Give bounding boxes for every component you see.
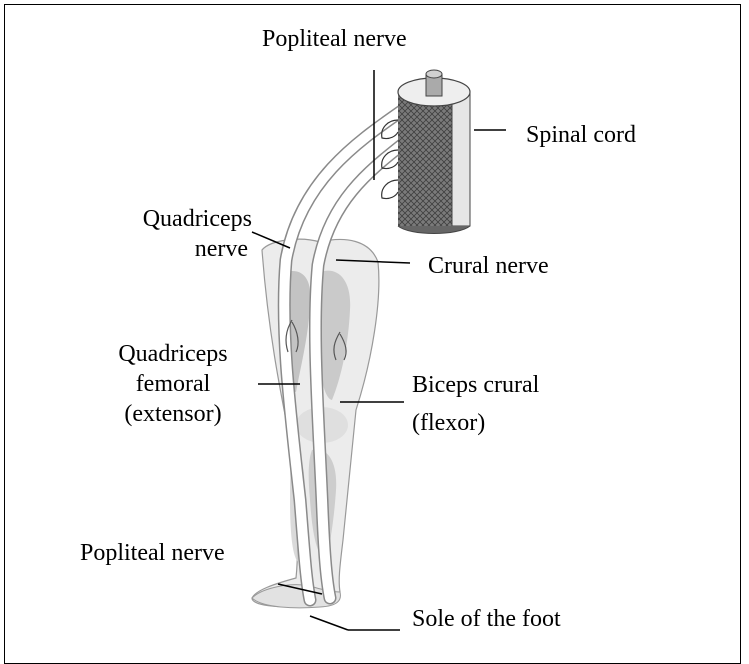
label-quadriceps-femoral: Quadriceps femoral (extensor) bbox=[90, 339, 256, 429]
label-spinal-cord: Spinal cord bbox=[526, 120, 636, 150]
label-popliteal-nerve-top: Popliteal nerve bbox=[262, 24, 407, 54]
label-quadriceps-nerve-line1: Quadriceps bbox=[94, 204, 252, 234]
label-quad-femoral-line3: (extensor) bbox=[90, 399, 256, 429]
label-sole-of-the-foot: Sole of the foot bbox=[412, 604, 561, 634]
label-quadriceps-nerve: Quadriceps nerve bbox=[94, 204, 252, 264]
leader-sole bbox=[310, 616, 348, 630]
label-biceps-crural: Biceps crural (flexor) bbox=[412, 370, 539, 438]
label-quad-femoral-line1: Quadriceps bbox=[90, 339, 256, 369]
label-quad-femoral-line2: femoral bbox=[90, 369, 256, 399]
label-crural-nerve: Crural nerve bbox=[428, 251, 549, 281]
label-biceps-line2: (flexor) bbox=[412, 408, 539, 438]
label-quadriceps-nerve-line2: nerve bbox=[94, 234, 248, 264]
label-popliteal-nerve-bottom: Popliteal nerve bbox=[80, 538, 225, 568]
label-biceps-line1: Biceps crural bbox=[412, 370, 539, 400]
